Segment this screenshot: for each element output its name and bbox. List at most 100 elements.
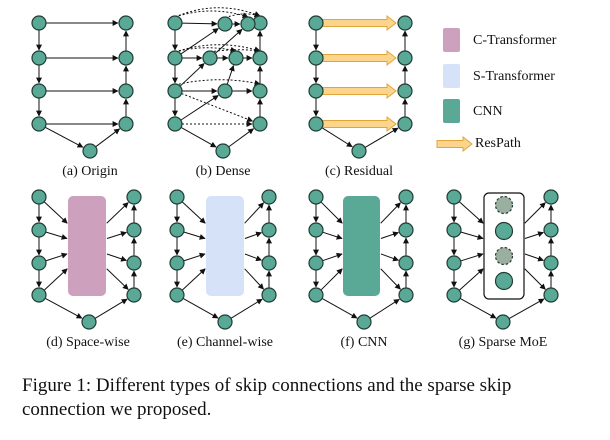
residual-encoder-node (308, 50, 324, 66)
channel-wise-fan-in-arrow (181, 268, 206, 291)
channel-wise-decoder-node (261, 255, 277, 271)
space-wise-encoder-node (31, 189, 47, 205)
dense-intermediate-node (217, 83, 233, 99)
origin-decoder-node (118, 15, 134, 31)
subfigure-label-space-wise: (d) Space-wise (46, 335, 130, 350)
cnn-decoder-node (398, 222, 414, 238)
space-wise-down-edge (44, 297, 83, 319)
channel-wise-decoder-node (261, 287, 277, 303)
sparse-moe-fan-out-arrow (524, 253, 545, 262)
dense-skip-arc (174, 7, 261, 18)
moe-inactive-expert (494, 195, 514, 215)
cnn-fan-in-arrow (322, 231, 343, 240)
sparse-moe-bottleneck-node (495, 314, 511, 330)
dense-edge (181, 20, 218, 27)
space-wise-fan-in-arrow (45, 231, 68, 240)
subfigure-label-channel-wise: (e) Channel-wise (176, 335, 274, 350)
legend-label-respath: ResPath (475, 136, 521, 151)
subfigure-label-sparse-moe: (g) Sparse MoE (458, 335, 548, 350)
space-wise-fan-in-arrow (45, 252, 68, 262)
channel-wise-fan-out-arrow (244, 268, 264, 290)
space-wise-fan-out-arrow (106, 231, 127, 239)
sparse-moe-up-edge (508, 298, 545, 320)
channel-wise-decoder-node (261, 189, 277, 205)
sparse-moe-encoder-node (446, 287, 462, 303)
s-transformer-block (206, 196, 244, 296)
dense-down-edge (180, 126, 217, 148)
dense-encoder-node (167, 50, 183, 66)
cnn-down-edge (321, 297, 358, 319)
sparse-moe-decoder-node (543, 189, 559, 205)
origin-encoder-node (31, 15, 47, 31)
moe-expert-box (483, 192, 525, 300)
residual-bottleneck-node (351, 143, 367, 159)
cnn-fan-in-arrow (320, 201, 343, 224)
cnn-encoder-node (308, 255, 324, 271)
origin-up-edge (95, 128, 121, 148)
cnn-encoder-node (308, 222, 324, 238)
residual-respath-arrow (322, 82, 397, 100)
dense-encoder-node (167, 116, 183, 132)
cnn-fan-out-arrow (380, 231, 399, 239)
residual-decoder-node (397, 15, 413, 31)
sparse-moe-fan-out-arrow (524, 231, 544, 239)
space-wise-up-edge (94, 298, 128, 319)
legend-respath-arrow-icon (436, 135, 473, 153)
space-wise-fan-out-arrow (106, 268, 129, 290)
channel-wise-fan-out-arrow (244, 253, 263, 262)
channel-wise-fan-in-arrow (181, 201, 206, 224)
moe-active-expert (494, 221, 514, 241)
space-wise-fan-out-arrow (106, 202, 129, 224)
channel-wise-fan-in-arrow (183, 252, 206, 262)
origin-down-edge (44, 126, 84, 148)
legend-swatch-s-transformer (443, 64, 460, 88)
cnn-decoder-node (398, 189, 414, 205)
cnn-fan-out-arrow (380, 268, 401, 290)
sparse-moe-fan-out-arrow (524, 268, 546, 290)
cnn-fan-in-arrow (320, 268, 343, 291)
residual-up-edge (364, 127, 399, 148)
sparse-moe-decoder-node (543, 287, 559, 303)
space-wise-decoder-node (126, 189, 142, 205)
channel-wise-encoder-node (169, 222, 185, 238)
cnn-encoder-node (308, 287, 324, 303)
dense-bottleneck-node (215, 143, 231, 159)
legend-label-s-transformer: S-Transformer (473, 69, 555, 84)
sparse-moe-down-edge (459, 297, 497, 319)
dense-intermediate-node (240, 16, 256, 32)
legend-label-cnn: CNN (473, 104, 503, 119)
sparse-moe-fan-in-arrow (460, 231, 484, 240)
dense-skip-arc (224, 11, 261, 19)
origin-encoder-node (31, 83, 47, 99)
dense-encoder-node (167, 83, 183, 99)
moe-active-expert (494, 271, 514, 291)
residual-respath-arrow (322, 115, 397, 133)
residual-respath-arrow (322, 49, 397, 67)
cnn-encoder-node (308, 189, 324, 205)
dense-skip-arc (174, 79, 261, 86)
origin-encoder-node (31, 50, 47, 66)
sparse-moe-fan-in-arrow (458, 268, 484, 291)
dense-decoder-node (252, 50, 268, 66)
residual-decoder-node (397, 50, 413, 66)
residual-encoder-node (308, 15, 324, 31)
channel-wise-fan-out-arrow (244, 202, 264, 224)
dense-up-edge (228, 128, 255, 148)
space-wise-encoder-node (31, 255, 47, 271)
dense-intermediate-node (228, 50, 244, 66)
channel-wise-decoder-node (261, 222, 277, 238)
sparse-moe-encoder-node (446, 255, 462, 271)
origin-bottleneck-node (82, 143, 98, 159)
legend-swatch-c-transformer (443, 28, 460, 52)
space-wise-encoder-node (31, 222, 47, 238)
figure-caption: Figure 1: Different types of skip connec… (22, 375, 512, 420)
c-transformer-block (68, 196, 106, 296)
legend-label-c-transformer: C-Transformer (473, 33, 557, 48)
sparse-moe-fan-in-arrow (460, 252, 484, 262)
space-wise-fan-in-arrow (43, 201, 68, 224)
space-wise-fan-in-arrow (43, 268, 68, 291)
dense-upsample-edge (179, 63, 205, 87)
sparse-moe-encoder-node (446, 222, 462, 238)
